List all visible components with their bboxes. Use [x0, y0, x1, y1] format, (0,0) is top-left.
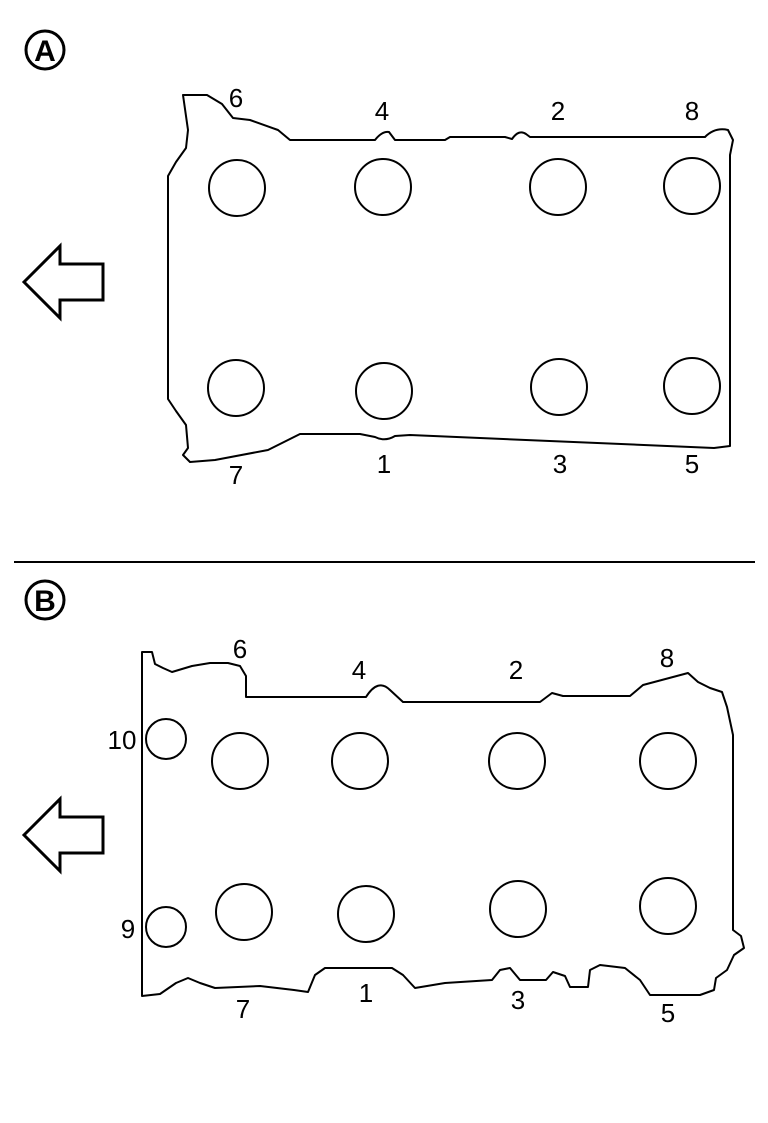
left-arrow-icon [21, 242, 105, 322]
view-b-bolt-hole [211, 732, 269, 790]
view-a-bolt-hole [530, 358, 588, 416]
view-a-bolt-hole [354, 158, 412, 216]
view-a-bolt-holes [207, 157, 721, 420]
view-b-label-7: 7 [236, 994, 250, 1024]
view-a-bolt-hole [663, 157, 721, 215]
view-a-label-3: 3 [553, 449, 567, 479]
view-b-bolt-hole [489, 880, 547, 938]
view-a-label-5: 5 [685, 449, 699, 479]
view-a-label-6: 6 [229, 83, 243, 113]
view-a-bolt-hole [663, 357, 721, 415]
view-a-bolt-hole [529, 158, 587, 216]
view-b-label-10: 10 [108, 725, 137, 755]
view-b-label-8: 8 [660, 643, 674, 673]
view-b-bolt-hole [215, 883, 273, 941]
view-a-bolt-hole [208, 159, 266, 217]
view-a-sequence-labels: 6 4 2 8 7 1 3 5 [229, 83, 699, 490]
left-arrow-icon [21, 795, 105, 875]
view-b-bolt-hole [488, 732, 546, 790]
view-b-label-1: 1 [359, 978, 373, 1008]
view-b-bolt-hole [145, 718, 187, 760]
view-b-badge-letter: B [34, 585, 56, 618]
view-b-label-3: 3 [511, 985, 525, 1015]
view-a-badge: A [24, 29, 66, 71]
view-a-cylinder-head-outline [167, 94, 734, 463]
view-b-sequence-labels: 6 4 2 8 10 9 7 1 3 5 [108, 634, 676, 1028]
view-a-bolt-hole [207, 359, 265, 417]
view-a-label-4: 4 [375, 96, 389, 126]
view-a-label-8: 8 [685, 96, 699, 126]
view-b: B 6 4 2 8 10 9 7 1 3 5 [21, 579, 745, 1028]
view-b-label-6: 6 [233, 634, 247, 664]
view-b-bolt-holes [145, 718, 697, 948]
view-b-bolt-hole [337, 885, 395, 943]
view-a-badge-letter: A [34, 35, 56, 68]
view-a-label-1: 1 [377, 449, 391, 479]
view-a-label-2: 2 [551, 96, 565, 126]
view-b-cylinder-head-outline [141, 651, 745, 997]
view-b-bolt-hole [639, 732, 697, 790]
view-a-bolt-hole [355, 362, 413, 420]
view-b-label-5: 5 [661, 998, 675, 1028]
view-b-label-9: 9 [121, 914, 135, 944]
view-b-label-4: 4 [352, 655, 366, 685]
view-b-bolt-hole [331, 732, 389, 790]
view-a: A 6 4 2 8 7 1 3 5 [21, 29, 734, 490]
view-b-bolt-hole [639, 877, 697, 935]
view-a-label-7: 7 [229, 460, 243, 490]
view-b-badge: B [24, 579, 66, 621]
view-b-label-2: 2 [509, 655, 523, 685]
view-b-bolt-hole [145, 906, 187, 948]
